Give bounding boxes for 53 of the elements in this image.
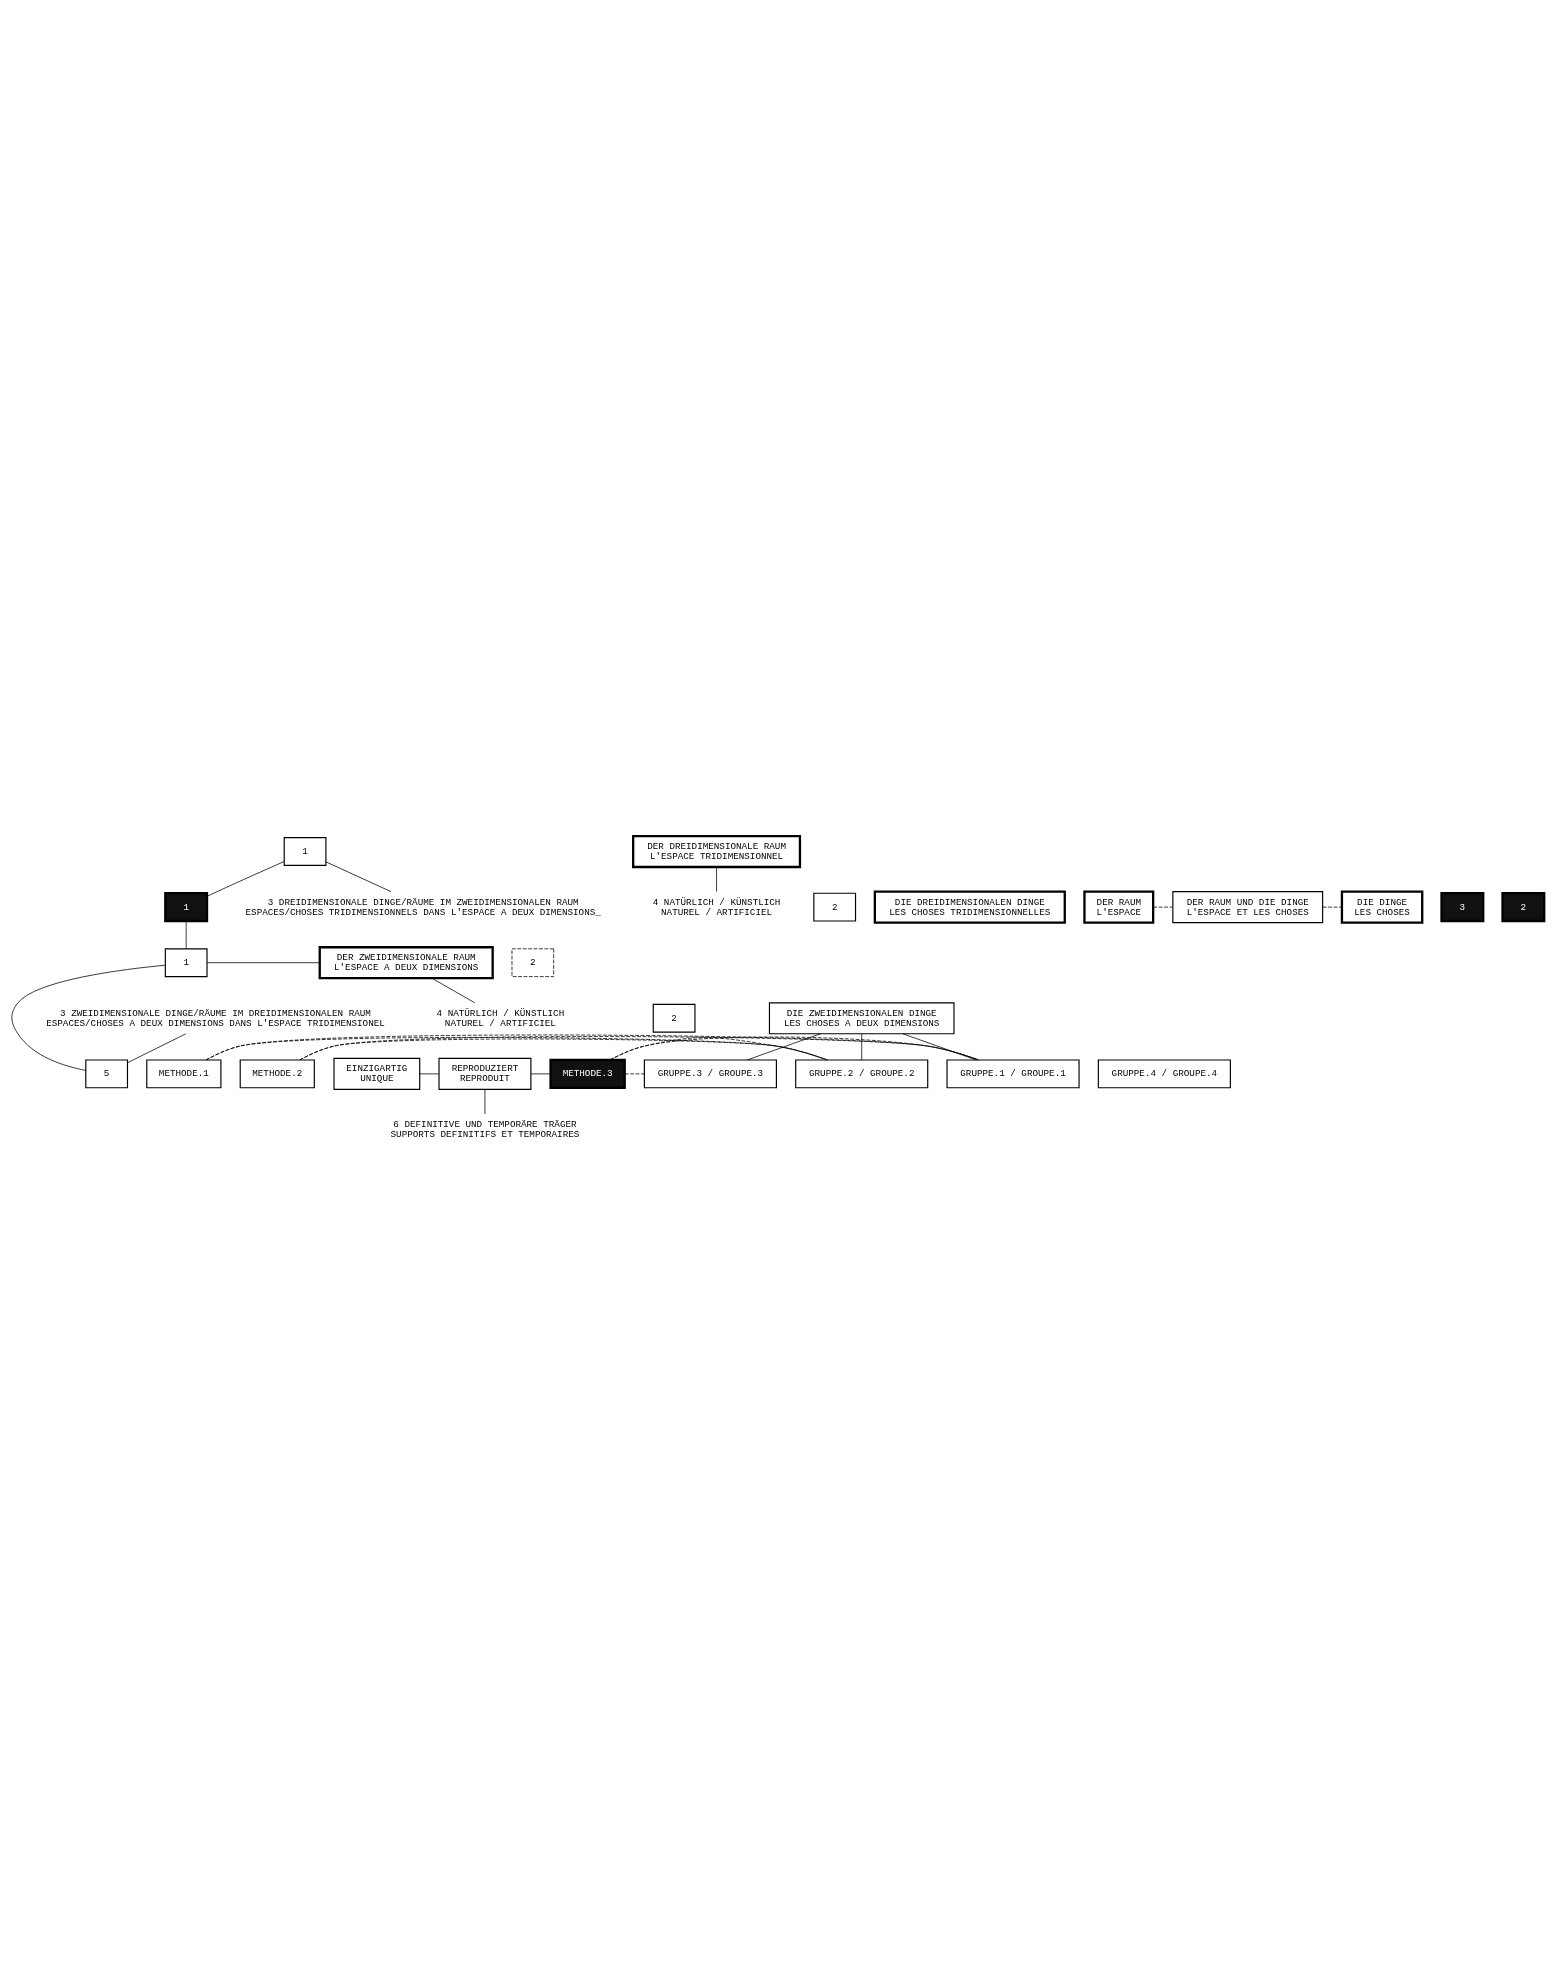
connector [747, 1033, 821, 1061]
node-box: 1 [164, 948, 208, 978]
connector [609, 1036, 979, 1061]
connector [419, 1073, 440, 1075]
node-box: 2 [813, 892, 857, 922]
node-box: 1 [283, 837, 327, 866]
node-text: 3 ZWEIDIMENSIONALE DINGE/RÄUME IM DREIDIMENSIONALEN RAUM ESPACES/CHOSES A DEUX DIMENSIONS DANS L'ESPACE TRIDIMENSIONEL [46, 1007, 385, 1029]
node-box: 1 [164, 892, 209, 923]
connector [299, 1036, 979, 1061]
node-box: 2 [1501, 892, 1546, 923]
node-box: METHODE.2 [239, 1059, 315, 1089]
node-text: 4 NATÜRLICH / KÜNSTLICH NATUREL / ARTIFICIEL [436, 1007, 565, 1029]
node-box: 3 [1440, 892, 1485, 923]
connector [1322, 906, 1343, 908]
connector [185, 920, 187, 950]
connector [299, 1038, 828, 1061]
connector [902, 1033, 977, 1061]
connector [206, 962, 320, 964]
connector [1152, 906, 1173, 908]
node-box: DIE ZWEIDIMENSIONALEN DINGE LES CHOSES A DEUX DIMENSIONS [768, 1002, 955, 1035]
node-box: DIE DINGE LES CHOSES [1340, 890, 1424, 924]
node-box: 2 [652, 1003, 696, 1033]
node-box: DIE DREIDIMENSIONALEN DINGE LES CHOSES TRIDIMENSIONNELLES [873, 890, 1066, 924]
node-box: 5 [85, 1059, 129, 1089]
connector [325, 861, 392, 892]
connector [127, 1033, 187, 1064]
connector [716, 866, 717, 892]
connector [484, 1089, 486, 1115]
connector [11, 964, 166, 1071]
connector [205, 1037, 828, 1061]
connector [431, 977, 476, 1004]
node-text: 3 DREIDIMENSIONALE DINGE/RÄUME IM ZWEIDIMENSIONALEN RAUM ESPACES/CHOSES TRIDIMENSIONNELS DANS L'ESPACE A DEUX DIMENSIONS_ [245, 896, 601, 918]
connector [530, 1073, 551, 1075]
node-text: 4 NATÜRLICH / KÜNSTLICH NATUREL / ARTIFICIEL [652, 896, 781, 918]
node-box: GRUPPE.4 / GROUPE.4 [1097, 1059, 1231, 1089]
node-box: DER DREIDIMENSIONALE RAUM L'ESPACE TRIDIMENSIONNEL [632, 834, 802, 869]
node-box: DER ZWEIDIMENSIONALE RAUM L'ESPACE A DEUX DIMENSIONS [318, 946, 494, 980]
connector [609, 1037, 828, 1061]
connector [624, 1073, 645, 1075]
node-box: GRUPPE.3 / GROUPE.3 [643, 1059, 777, 1089]
connector [861, 1033, 863, 1061]
connector [206, 861, 285, 897]
node-box: 2 [511, 948, 555, 977]
node-box: METHODE.1 [146, 1059, 222, 1089]
node-box: GRUPPE.1 / GROUPE.1 [946, 1059, 1080, 1089]
node-box: DER RAUM UND DIE DINGE L'ESPACE ET LES CHOSES [1172, 891, 1324, 924]
node-box: REPRODUZIERT REPRODUIT [438, 1057, 532, 1090]
node-box: GRUPPE.2 / GROUPE.2 [795, 1059, 929, 1089]
node-text: 6 DEFINITIVE UND TEMPORÄRE TRÄGER SUPPORTS DEFINITIFS ET TEMPORAIRES [390, 1118, 580, 1140]
node-box: EINZIGARTIG UNIQUE [333, 1057, 421, 1090]
connector [205, 1034, 979, 1061]
node-box: METHODE.3 [549, 1058, 626, 1089]
node-box: DER RAUM L'ESPACE [1083, 890, 1155, 924]
